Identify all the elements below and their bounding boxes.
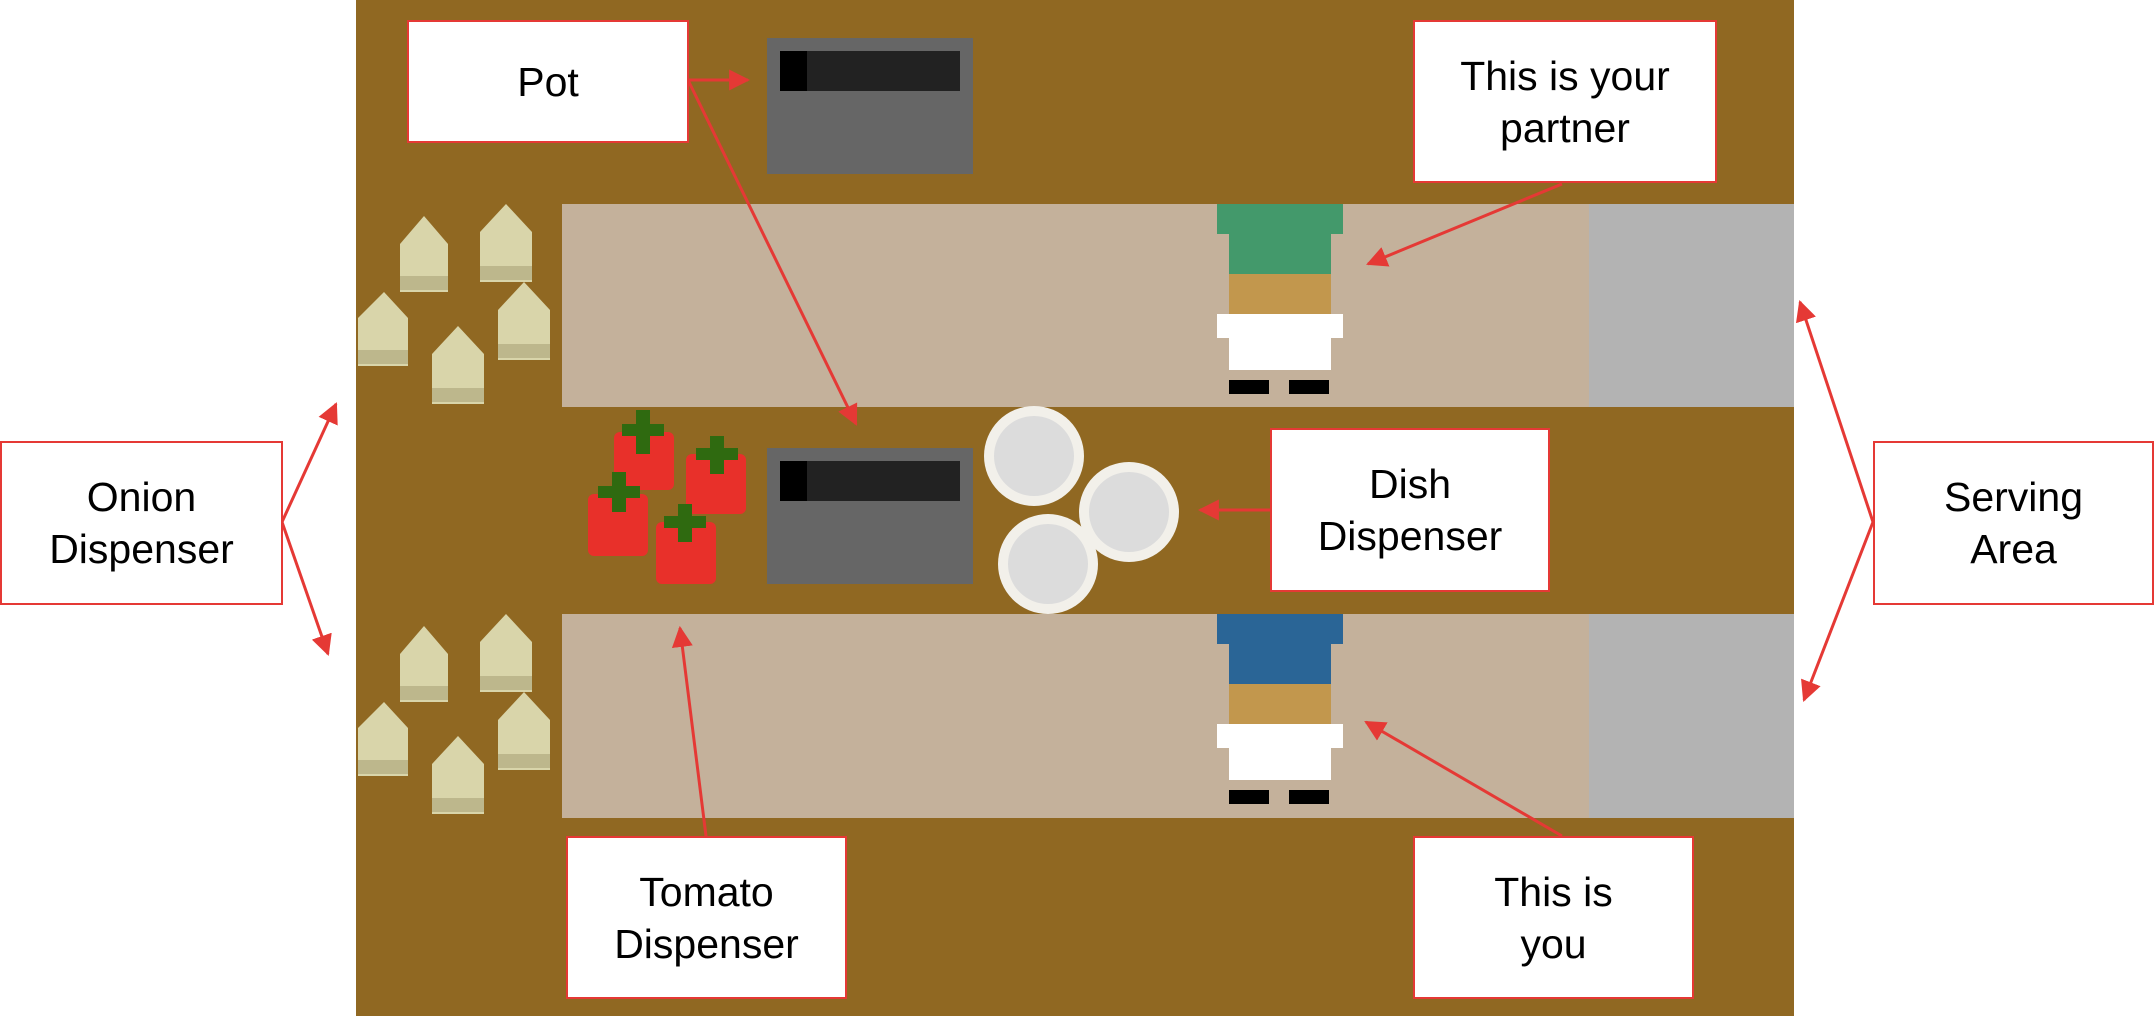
onion-icon (358, 614, 550, 814)
onion-icon (358, 204, 550, 404)
serving-area-lower (1589, 614, 1794, 818)
pot-progress-track (780, 51, 960, 91)
dish-icon (984, 406, 1179, 614)
partner-label: This is your partner (1413, 20, 1717, 183)
serving-area-label: Serving Area (1873, 441, 2154, 605)
pot-progress-fill (780, 461, 807, 501)
partner-chef-icon (1217, 204, 1343, 394)
tomato-dispenser-label: Tomato Dispenser (566, 836, 847, 999)
pot-progress-fill (780, 51, 807, 91)
pot-progress-track (780, 461, 960, 501)
kitchen-floor-upper (562, 204, 1589, 407)
onion-dispenser-label: Onion Dispenser (0, 441, 283, 605)
pot-icon (767, 38, 973, 174)
dish-dispenser-label: Dish Dispenser (1270, 428, 1550, 592)
you-label: This is you (1413, 836, 1694, 999)
serving-area-upper (1589, 204, 1794, 407)
player-chef-icon (1217, 614, 1343, 804)
tomato-icon (588, 410, 746, 584)
kitchen-floor-lower (562, 614, 1589, 818)
pot-label: Pot (407, 20, 689, 143)
pot-icon (767, 448, 973, 584)
